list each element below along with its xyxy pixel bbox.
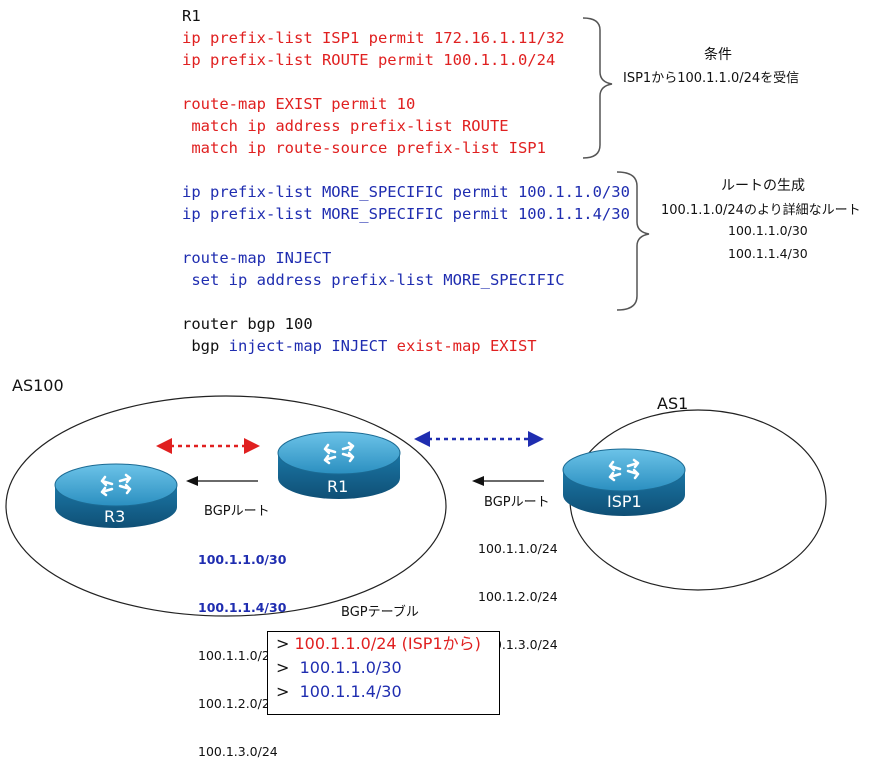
bgp-table: > 100.1.1.0/24 (ISP1から) > 100.1.1.0/30 >… <box>267 631 500 715</box>
bgp-table-label: BGPテーブル <box>341 605 419 620</box>
prefix-list-more-specific-1: ip prefix-list MORE_SPECIFIC permit 100.… <box>182 183 630 201</box>
prefix-list-more-specific-2: ip prefix-list MORE_SPECIFIC permit 100.… <box>182 205 630 223</box>
generate-route-2: 100.1.1.4/30 <box>728 246 808 261</box>
router-r3-icon <box>54 463 178 528</box>
ibgp-arrow-left <box>156 438 172 454</box>
config-title: R1 <box>182 7 201 25</box>
r3-label: R3 <box>104 507 126 526</box>
ibgp-arrow-right <box>244 438 260 454</box>
condition-title: 条件 <box>704 47 732 63</box>
route-item: 100.1.1.0/24 <box>478 541 558 556</box>
bgp-keyword: bgp <box>182 337 229 355</box>
set-ip-address: set ip address prefix-list MORE_SPECIFIC <box>182 271 565 289</box>
route-prefix: 100.1.1.0/30 <box>299 658 402 677</box>
bgp-table-row: > 100.1.1.0/24 (ISP1から) <box>268 632 499 656</box>
prefix-list-isp1: ip prefix-list ISP1 permit 172.16.1.11/3… <box>182 29 565 47</box>
match-route-source: match ip route-source prefix-list ISP1 <box>182 139 546 157</box>
router-r1-icon <box>277 431 401 499</box>
router-isp1-icon <box>562 448 686 516</box>
r1-to-r3-arrowhead <box>186 476 198 486</box>
generate-route-1: 100.1.1.0/30 <box>728 223 808 238</box>
as100-label: AS100 <box>12 376 64 395</box>
diagram-canvas <box>5 17 827 617</box>
as100-ellipse <box>5 395 447 617</box>
bgp-table-row: > 100.1.1.0/30 <box>268 656 499 680</box>
exist-map-part: exist-map EXIST <box>396 337 537 355</box>
match-ip-address: match ip address prefix-list ROUTE <box>182 117 509 135</box>
route-item: 100.1.2.0/24 <box>198 696 278 711</box>
r1-label: R1 <box>327 477 349 496</box>
route-item: 100.1.2.0/24 <box>478 589 558 604</box>
isp1-to-r1-arrowhead <box>472 476 484 486</box>
router-bgp-line: router bgp 100 <box>182 315 313 333</box>
route-item: 100.1.1.0/24 <box>198 648 278 663</box>
route-prefix: 100.1.1.0/24 (ISP1から) <box>294 634 481 653</box>
generate-text: 100.1.1.0/24のより詳細なルート <box>661 203 861 218</box>
ebgp-arrow-left <box>414 431 430 447</box>
condition-text: ISP1から100.1.1.0/24を受信 <box>623 71 800 86</box>
as1-label: AS1 <box>657 394 689 413</box>
route-map-exist: route-map EXIST permit 10 <box>182 95 416 113</box>
route-map-inject: route-map INJECT <box>182 249 332 267</box>
bgp-table-row: > 100.1.1.4/30 <box>268 680 499 704</box>
bgp-route-label-r1: BGPルート <box>204 504 270 519</box>
ebgp-arrow-right <box>528 431 544 447</box>
inject-map-part: inject-map INJECT <box>228 337 397 355</box>
route-item: 100.1.1.4/30 <box>198 600 287 615</box>
best-marker: > <box>276 658 300 677</box>
bgp-inject-line: bgp inject-map INJECT exist-map EXIST <box>182 335 537 357</box>
isp1-label: ISP1 <box>607 492 642 511</box>
best-marker: > <box>276 634 295 653</box>
brace-generate <box>616 171 650 311</box>
generate-title: ルートの生成 <box>721 178 805 194</box>
route-item: 100.1.3.0/24 <box>198 744 278 759</box>
prefix-list-route: ip prefix-list ROUTE permit 100.1.1.0/24 <box>182 51 556 69</box>
route-item: 100.1.1.0/30 <box>198 552 287 567</box>
brace-condition <box>582 17 613 159</box>
bgp-route-label-isp1: BGPルート <box>484 495 550 510</box>
route-prefix: 100.1.1.4/30 <box>299 682 402 701</box>
best-marker: > <box>276 682 300 701</box>
